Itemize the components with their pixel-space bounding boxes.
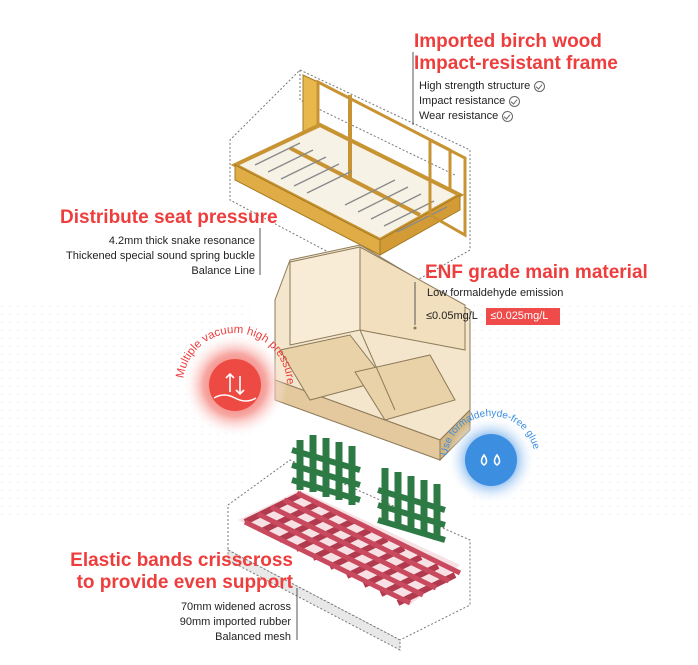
arrows-up-down-icon (225, 372, 245, 396)
frame-features: High strength structure Impact resistanc… (419, 79, 546, 124)
feature-item: Impact resistance (419, 94, 545, 109)
bands-title-line1: Elastic bands crisscross (70, 550, 293, 571)
bands-title: Elastic bands crisscross to provide even… (70, 550, 293, 594)
seat-detail-line: Thickened special sound spring buckle (66, 250, 255, 262)
feature-item: Wear resistance (419, 109, 545, 124)
board-layer (274, 244, 471, 462)
bands-detail-line: 70mm widened across (180, 601, 291, 613)
feature-label: High strength structure (419, 80, 531, 92)
frame-title: Imported birch wood Impact-resistant fra… (414, 31, 618, 75)
bands-detail-line: Balanced mesh (215, 631, 291, 643)
frame-title-line1: Imported birch wood (414, 31, 602, 52)
water-drops-icon (480, 453, 501, 466)
standard-value: ≤0.05mg/L (426, 310, 478, 322)
material-values: ≤0.05mg/L ≤0.025mg/L (422, 306, 561, 325)
seat-title: Distribute seat pressure (60, 207, 278, 228)
material-title: ENF grade main material (425, 262, 648, 283)
elastic-band-layer (227, 435, 471, 651)
material-subtitle: Low formaldehyde emission (427, 287, 564, 299)
enf-value-badge: ≤0.025mg/L (486, 308, 561, 325)
seat-details: 4.2mm thick snake resonance Thickened sp… (66, 234, 255, 279)
bands-title-line2: to provide even support (76, 572, 293, 593)
check-circle-icon (534, 81, 546, 92)
feature-label: Wear resistance (419, 110, 499, 122)
seat-detail-line: 4.2mm thick snake resonance (108, 235, 255, 247)
bands-detail-line: 90mm imported rubber (179, 616, 291, 628)
frame-title-line2: Impact-resistant frame (414, 53, 618, 74)
connector-lines (259, 52, 416, 640)
seat-detail-line: Balance Line (191, 265, 255, 277)
check-circle-icon (502, 111, 514, 122)
check-circle-icon (509, 96, 521, 107)
feature-item: High strength structure (419, 79, 546, 94)
feature-label: Impact resistance (419, 95, 506, 107)
bands-details: 70mm widened across 90mm imported rubber… (180, 600, 291, 645)
wood-frame-layer (229, 69, 471, 291)
